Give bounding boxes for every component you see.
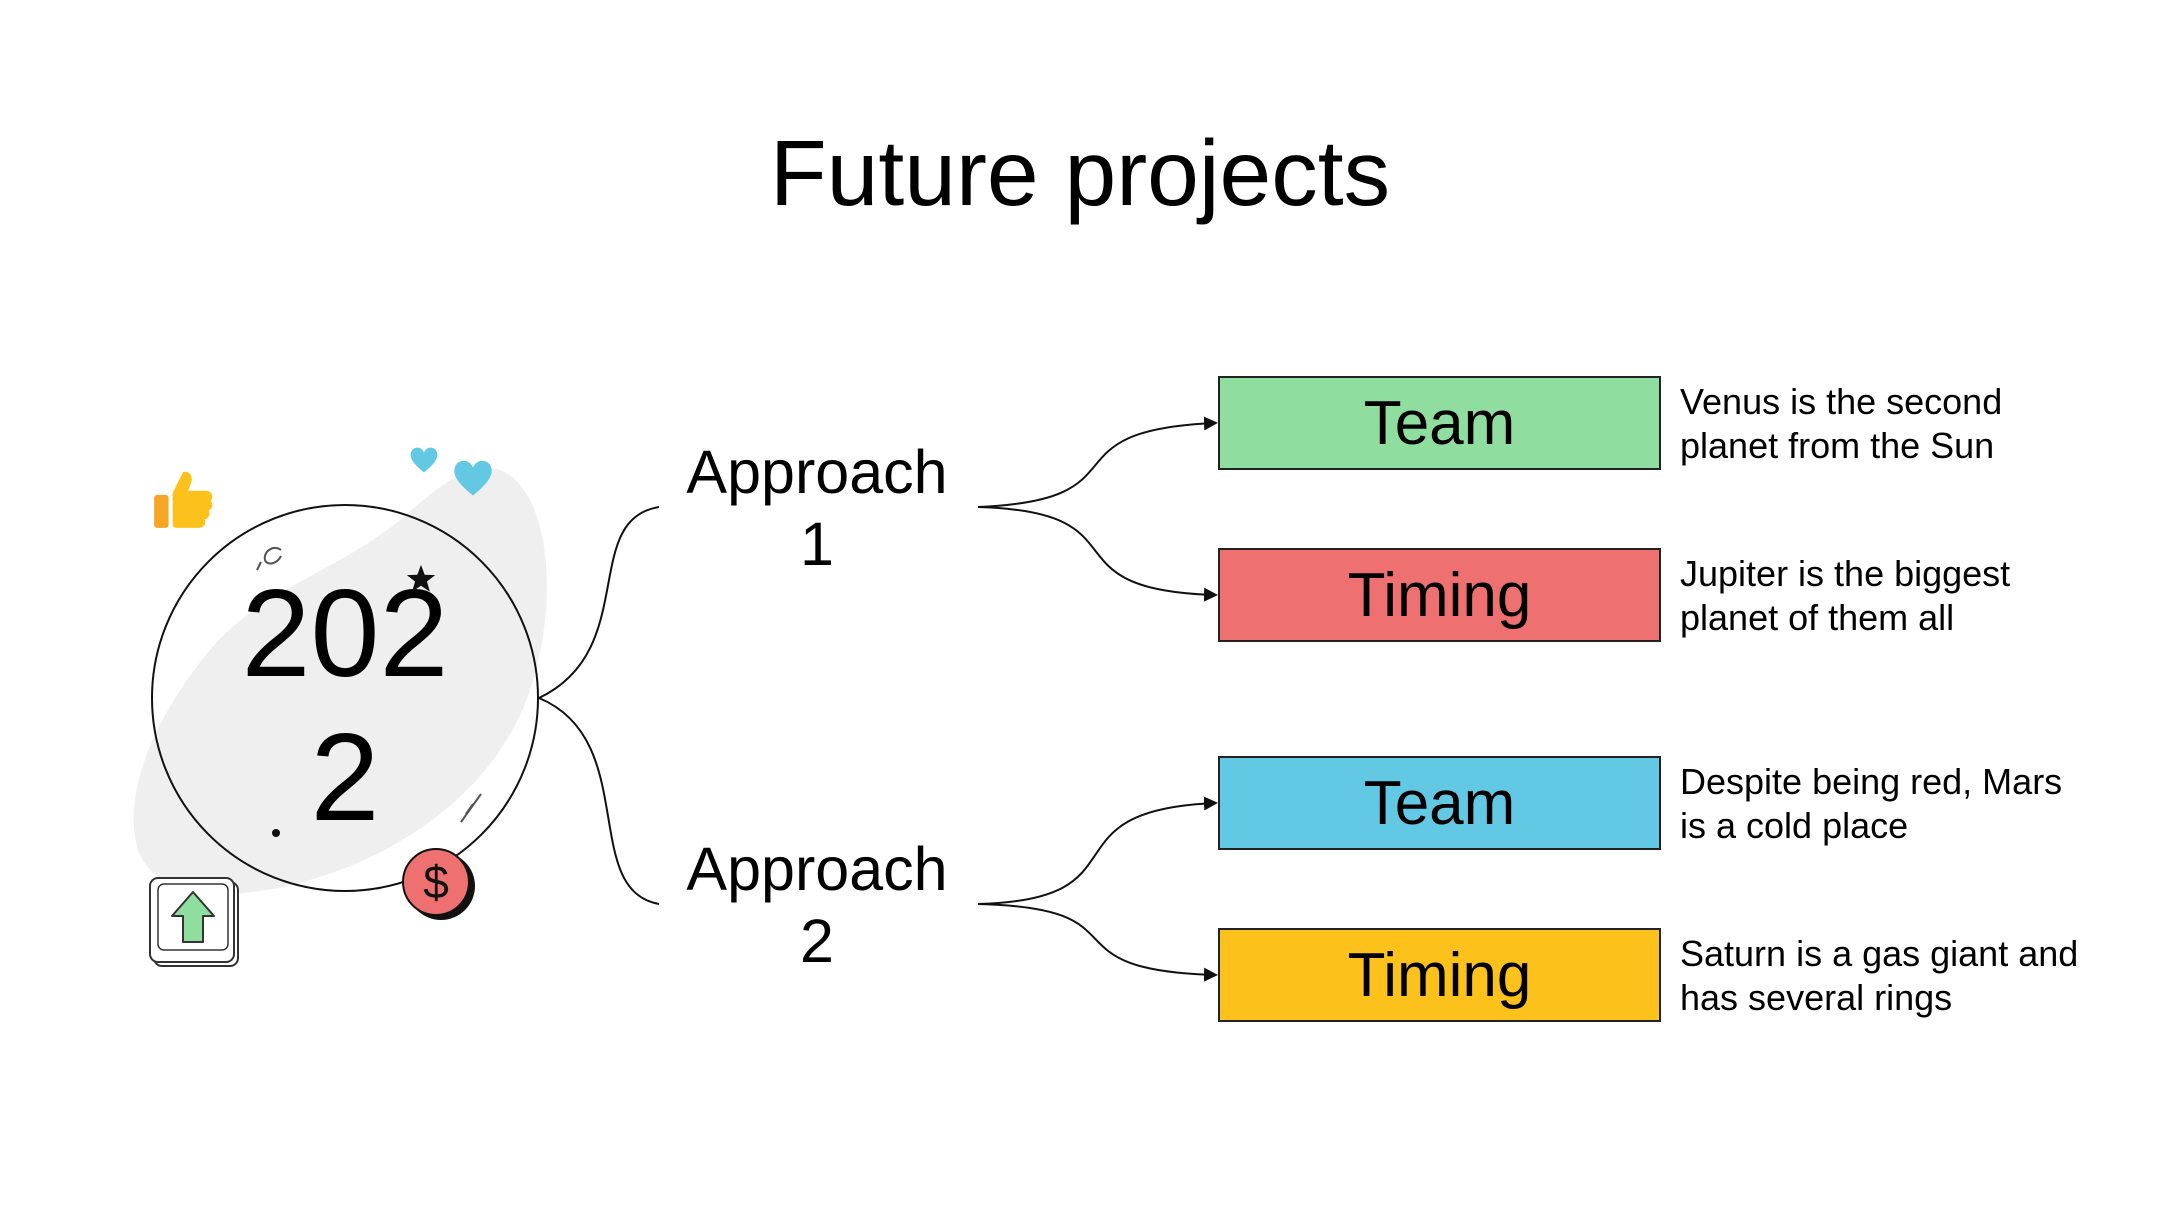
star-icon xyxy=(406,564,436,592)
approach-1-label: Approach 1 xyxy=(686,438,948,578)
item-box-team-2: Team xyxy=(1218,756,1661,850)
item-box-timing-1: Timing xyxy=(1218,548,1661,642)
dollar-coin-icon: $ xyxy=(402,848,475,920)
item-description: Jupiter is the biggest planet of them al… xyxy=(1680,553,2011,638)
heart-icon xyxy=(454,460,492,496)
dollar-symbol: $ xyxy=(423,856,449,908)
item-description: Venus is the second planet from the Sun xyxy=(1680,381,2003,466)
item-label: Timing xyxy=(1347,560,1532,630)
up-arrow-key-icon xyxy=(149,877,239,967)
item-description: Saturn is a gas giant and has several ri… xyxy=(1680,933,2079,1018)
arrow-approach-1-team xyxy=(977,416,1218,508)
sparkle-marks xyxy=(256,546,482,837)
approach-2-label: Approach 2 xyxy=(686,835,948,975)
item-label: Timing xyxy=(1347,940,1532,1010)
connector-circle-approach-2 xyxy=(538,697,660,905)
item-label: Team xyxy=(1363,388,1516,458)
slide-title: Future projects xyxy=(769,121,1391,225)
heart-icon xyxy=(410,447,438,473)
item-box-team-1: Team xyxy=(1218,376,1661,470)
thumbs-up-icon xyxy=(154,471,213,528)
arrow-approach-1-timing xyxy=(977,506,1218,602)
connector-circle-approach-1 xyxy=(538,506,660,699)
item-description: Despite being red, Mars is a cold place xyxy=(1680,761,2063,846)
item-label: Team xyxy=(1363,768,1516,838)
year-circle xyxy=(151,504,539,892)
arrow-approach-2-team xyxy=(977,796,1218,905)
item-box-timing-2: Timing xyxy=(1218,928,1661,1022)
arrow-approach-2-timing xyxy=(977,903,1218,982)
